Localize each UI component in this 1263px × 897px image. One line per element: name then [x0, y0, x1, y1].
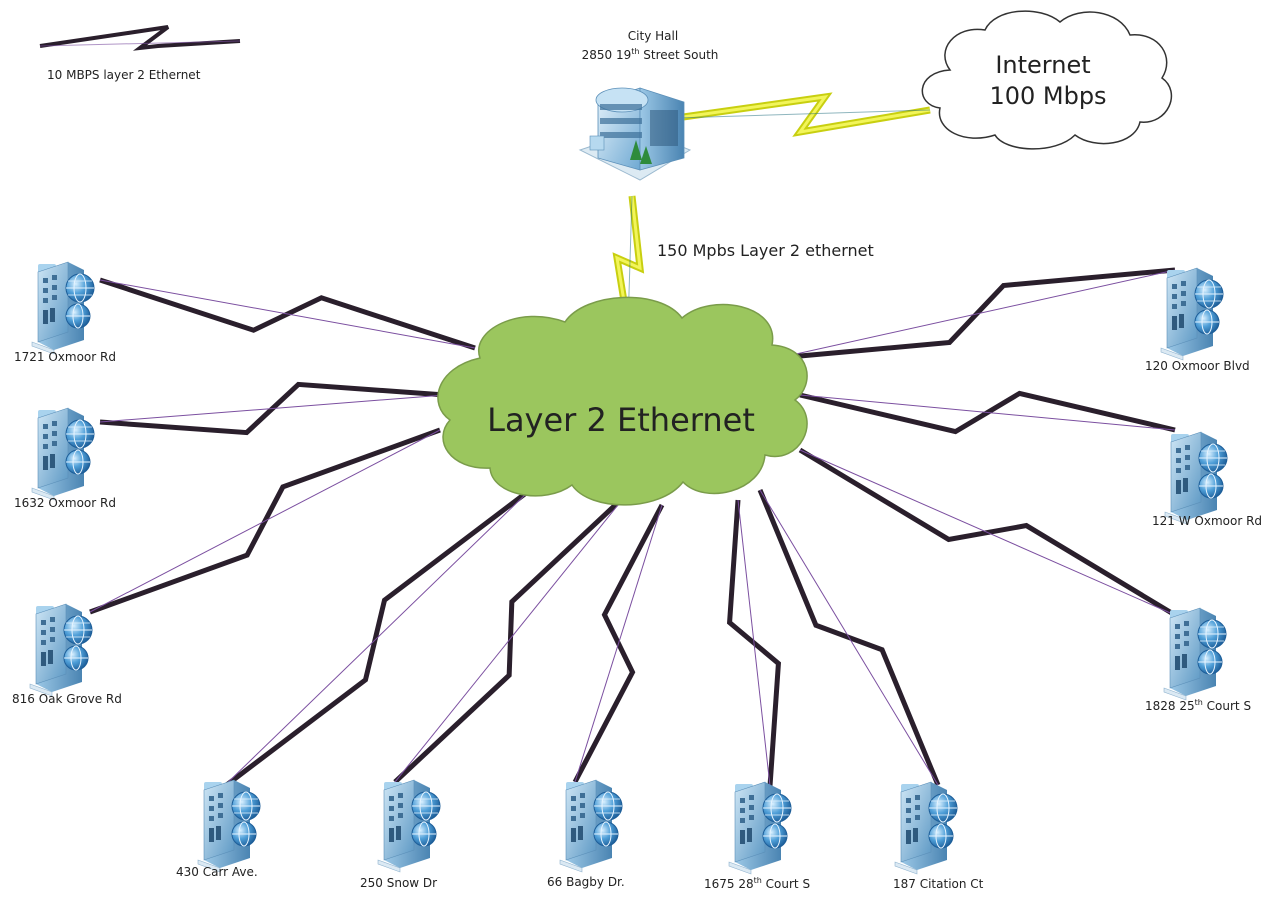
spoke-link-court-1675 — [726, 499, 782, 787]
site-oxmoor-blvd-120: 120 Oxmoor Blvd — [1145, 267, 1250, 373]
site-label: 121 W Oxmoor Rd — [1152, 514, 1262, 528]
building-globe-icon — [559, 779, 623, 873]
site-oak-grove-816: 816 Oak Grove Rd — [12, 603, 122, 706]
building-globe-icon — [197, 779, 261, 873]
legend-label: 10 MBPS layer 2 Ethernet — [47, 68, 201, 82]
site-w-oxmoor-121: 121 W Oxmoor Rd — [1152, 431, 1262, 528]
spoke-link-citation-187 — [757, 489, 941, 786]
spoke-link-w-oxmoor-121 — [799, 390, 1176, 435]
city-hall-building-icon — [578, 87, 692, 181]
site-label: 187 Citation Ct — [893, 877, 984, 891]
building-globe-icon — [894, 781, 958, 875]
spoke-link-oxmoor-1721 — [99, 277, 476, 351]
hub-label: Layer 2 Ethernet — [487, 401, 755, 439]
site-court-1675: 1675 28th Court S — [704, 781, 810, 891]
internet-speed-label: 100 Mbps — [989, 82, 1106, 110]
site-label: 1632 Oxmoor Rd — [14, 496, 116, 510]
city-hall: City Hall 2850 19th Street South — [578, 29, 719, 181]
layer2-hub-cloud: Layer 2 Ethernet — [437, 296, 808, 506]
spoke-link-oxmoor-1632 — [99, 381, 446, 436]
site-label: 120 Oxmoor Blvd — [1145, 359, 1250, 373]
site-oxmoor-1632: 1632 Oxmoor Rd — [14, 407, 116, 510]
site-oxmoor-1721: 1721 Oxmoor Rd — [14, 261, 116, 364]
building-globe-icon — [31, 407, 95, 501]
site-label: 430 Carr Ave. — [176, 865, 258, 879]
spoke-link-court-1828 — [798, 447, 1177, 618]
internet-label: Internet — [995, 51, 1090, 79]
spoke-link-oak-grove-816 — [89, 427, 441, 615]
site-snow-250: 250 Snow Dr — [360, 779, 441, 890]
building-globe-icon — [29, 603, 93, 697]
spoke-link-carr-430 — [218, 488, 532, 792]
uplink-label: 150 Mpbs Layer 2 ethernet — [657, 241, 874, 260]
legend: 10 MBPS layer 2 Ethernet — [39, 25, 241, 82]
site-label: 816 Oak Grove Rd — [12, 692, 122, 706]
site-carr-430: 430 Carr Ave. — [176, 779, 261, 879]
site-label: 250 Snow Dr — [360, 876, 437, 890]
site-label: 1675 28th Court S — [704, 876, 810, 891]
internet-link — [675, 92, 931, 137]
building-globe-icon — [728, 781, 792, 875]
building-globe-icon — [377, 779, 441, 873]
building-globe-icon — [31, 261, 95, 355]
sites: 1721 Oxmoor Rd 1632 Oxmoor Rd 816 Oak Grov… — [12, 261, 1262, 891]
legend-link-symbol — [39, 25, 241, 51]
site-label: 1721 Oxmoor Rd — [14, 350, 116, 364]
site-citation-187: 187 Citation Ct — [893, 781, 984, 891]
building-globe-icon — [1164, 431, 1228, 525]
spoke-links — [89, 267, 1177, 792]
spoke-link-snow-250 — [393, 493, 628, 784]
internet-cloud: Internet 100 Mbps — [921, 10, 1173, 150]
site-bagby-66: 66 Bagby Dr. — [547, 779, 625, 889]
building-globe-icon — [1160, 267, 1224, 361]
spoke-link-oxmoor-blvd-120 — [777, 267, 1176, 361]
city-hall-address: 2850 19th Street South — [582, 47, 719, 62]
building-globe-icon — [1163, 607, 1227, 701]
site-label: 1828 25th Court S — [1145, 698, 1251, 713]
city-hall-name: City Hall — [628, 29, 678, 43]
site-label: 66 Bagby Dr. — [547, 875, 625, 889]
site-court-1828: 1828 25th Court S — [1145, 607, 1251, 713]
spoke-link-bagby-66 — [572, 503, 665, 784]
